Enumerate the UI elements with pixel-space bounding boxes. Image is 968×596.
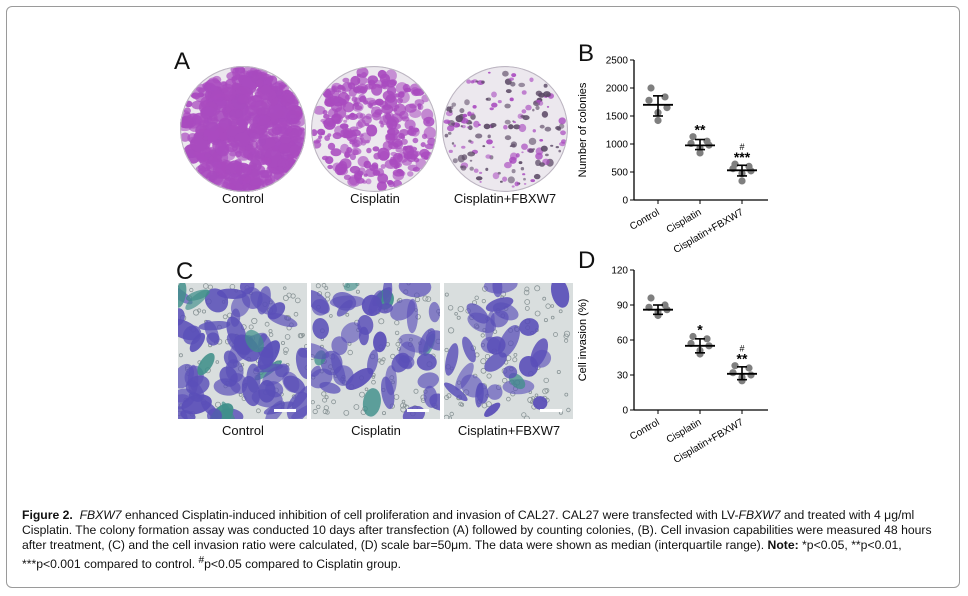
chart-b-ytick-label: 0 [622,196,628,207]
chart-b-data-point [645,96,653,104]
chart-d-data-point [729,369,737,377]
chart-d-ytick-label: 30 [617,371,629,382]
chart-b-ytick-label: 2500 [606,56,629,67]
colony-dish-control [180,66,306,192]
label-a-cisplatin-fbxw7: Cisplatin+FBXW7 [453,191,557,206]
chart-d-ytick-label: 120 [611,266,628,277]
chart-d-xtick-label: Control [628,417,661,443]
caption-fig-label: Figure 2. [22,508,73,522]
chart-b-ylabel: Number of colonies [577,82,589,177]
chart-b-colonies: Number of colonies 0 500 1000 1500 2000 2500Co… [577,56,768,256]
invasion-image-cisplatin [311,283,440,419]
caption-note-label: Note: [767,538,799,552]
figure-frame [6,6,960,588]
invasion-image-cisplatin-fbxw7 [444,283,573,419]
caption-text-4: p<0.05 compared to Cisplatin group. [204,557,401,572]
chart-d-data-point [689,332,697,341]
chart-b-significance-hash: # [739,142,744,152]
chart-b-ytick-label: 2000 [606,84,629,95]
chart-d-ytick-label: 90 [617,301,629,312]
figure-caption: Figure 2. FBXW7 enhanced Cisplatin-induc… [22,508,942,572]
caption-gene-2: FBXW7 [738,508,781,522]
caption-text-2: and treated with 4 μg/ml Cisplatin. The … [22,508,932,552]
label-c-cisplatin-fbxw7: Cisplatin+FBXW7 [457,423,561,438]
chart-d-ylabel: Cell invasion (%) [577,299,589,382]
chart-b-xtick-label: Cisplatin+FBXW7 [672,207,746,256]
chart-b-significance: *** [734,149,751,165]
chart-b-data-point [663,104,671,112]
colony-dish-cisplatin-fbxw7 [442,66,568,192]
chart-b-ytick-label: 1500 [606,112,629,123]
caption-text-1: enhanced Cisplatin-induced inhibition of… [121,508,739,522]
chart-d-data-point [747,371,755,379]
chart-b-ytick-label: 500 [611,168,628,179]
chart-b-data-point [654,116,662,125]
caption-text-3: *p<0.05, **p<0.01, ***p<0.001 compared t… [22,538,902,572]
chart-d-data-point [731,362,739,370]
chart-d-ytick-label: 0 [622,406,628,417]
chart-d-ytick-label: 60 [617,336,629,347]
colony-dish-cisplatin [311,66,437,192]
chart-b-data-point [738,177,746,185]
caption-gene-1: FBXW7 [79,508,122,522]
chart-b-data-point [696,149,704,157]
panel-b-letter: B [578,40,595,67]
chart-d-significance: ** [737,351,748,367]
chart-b-ytick-label: 1000 [606,140,629,151]
chart-b-data-point [661,93,669,101]
label-a-control: Control [222,191,264,206]
chart-b-xtick-label: Control [628,207,661,233]
panel-c-letter: C [176,258,194,285]
panel-d-letter: D [578,247,596,274]
chart-d-data-point [647,294,655,302]
panel-a-letter: A [174,48,191,75]
label-c-control: Control [222,423,264,438]
chart-b-data-point [689,133,697,141]
chart-d-xtick-label: Cisplatin+FBXW7 [672,417,746,466]
chart-d-data-point [745,364,753,372]
invasion-image-control [178,283,307,419]
chart-b-data-point [647,84,655,92]
chart-d-data-point [703,335,711,343]
chart-d-significance: * [697,322,703,338]
chart-b-significance: ** [695,122,706,138]
label-a-cisplatin: Cisplatin [350,191,400,206]
caption-hash: # [198,555,205,566]
label-c-cisplatin: Cisplatin [351,423,401,438]
chart-d-significance-hash: # [739,344,744,354]
